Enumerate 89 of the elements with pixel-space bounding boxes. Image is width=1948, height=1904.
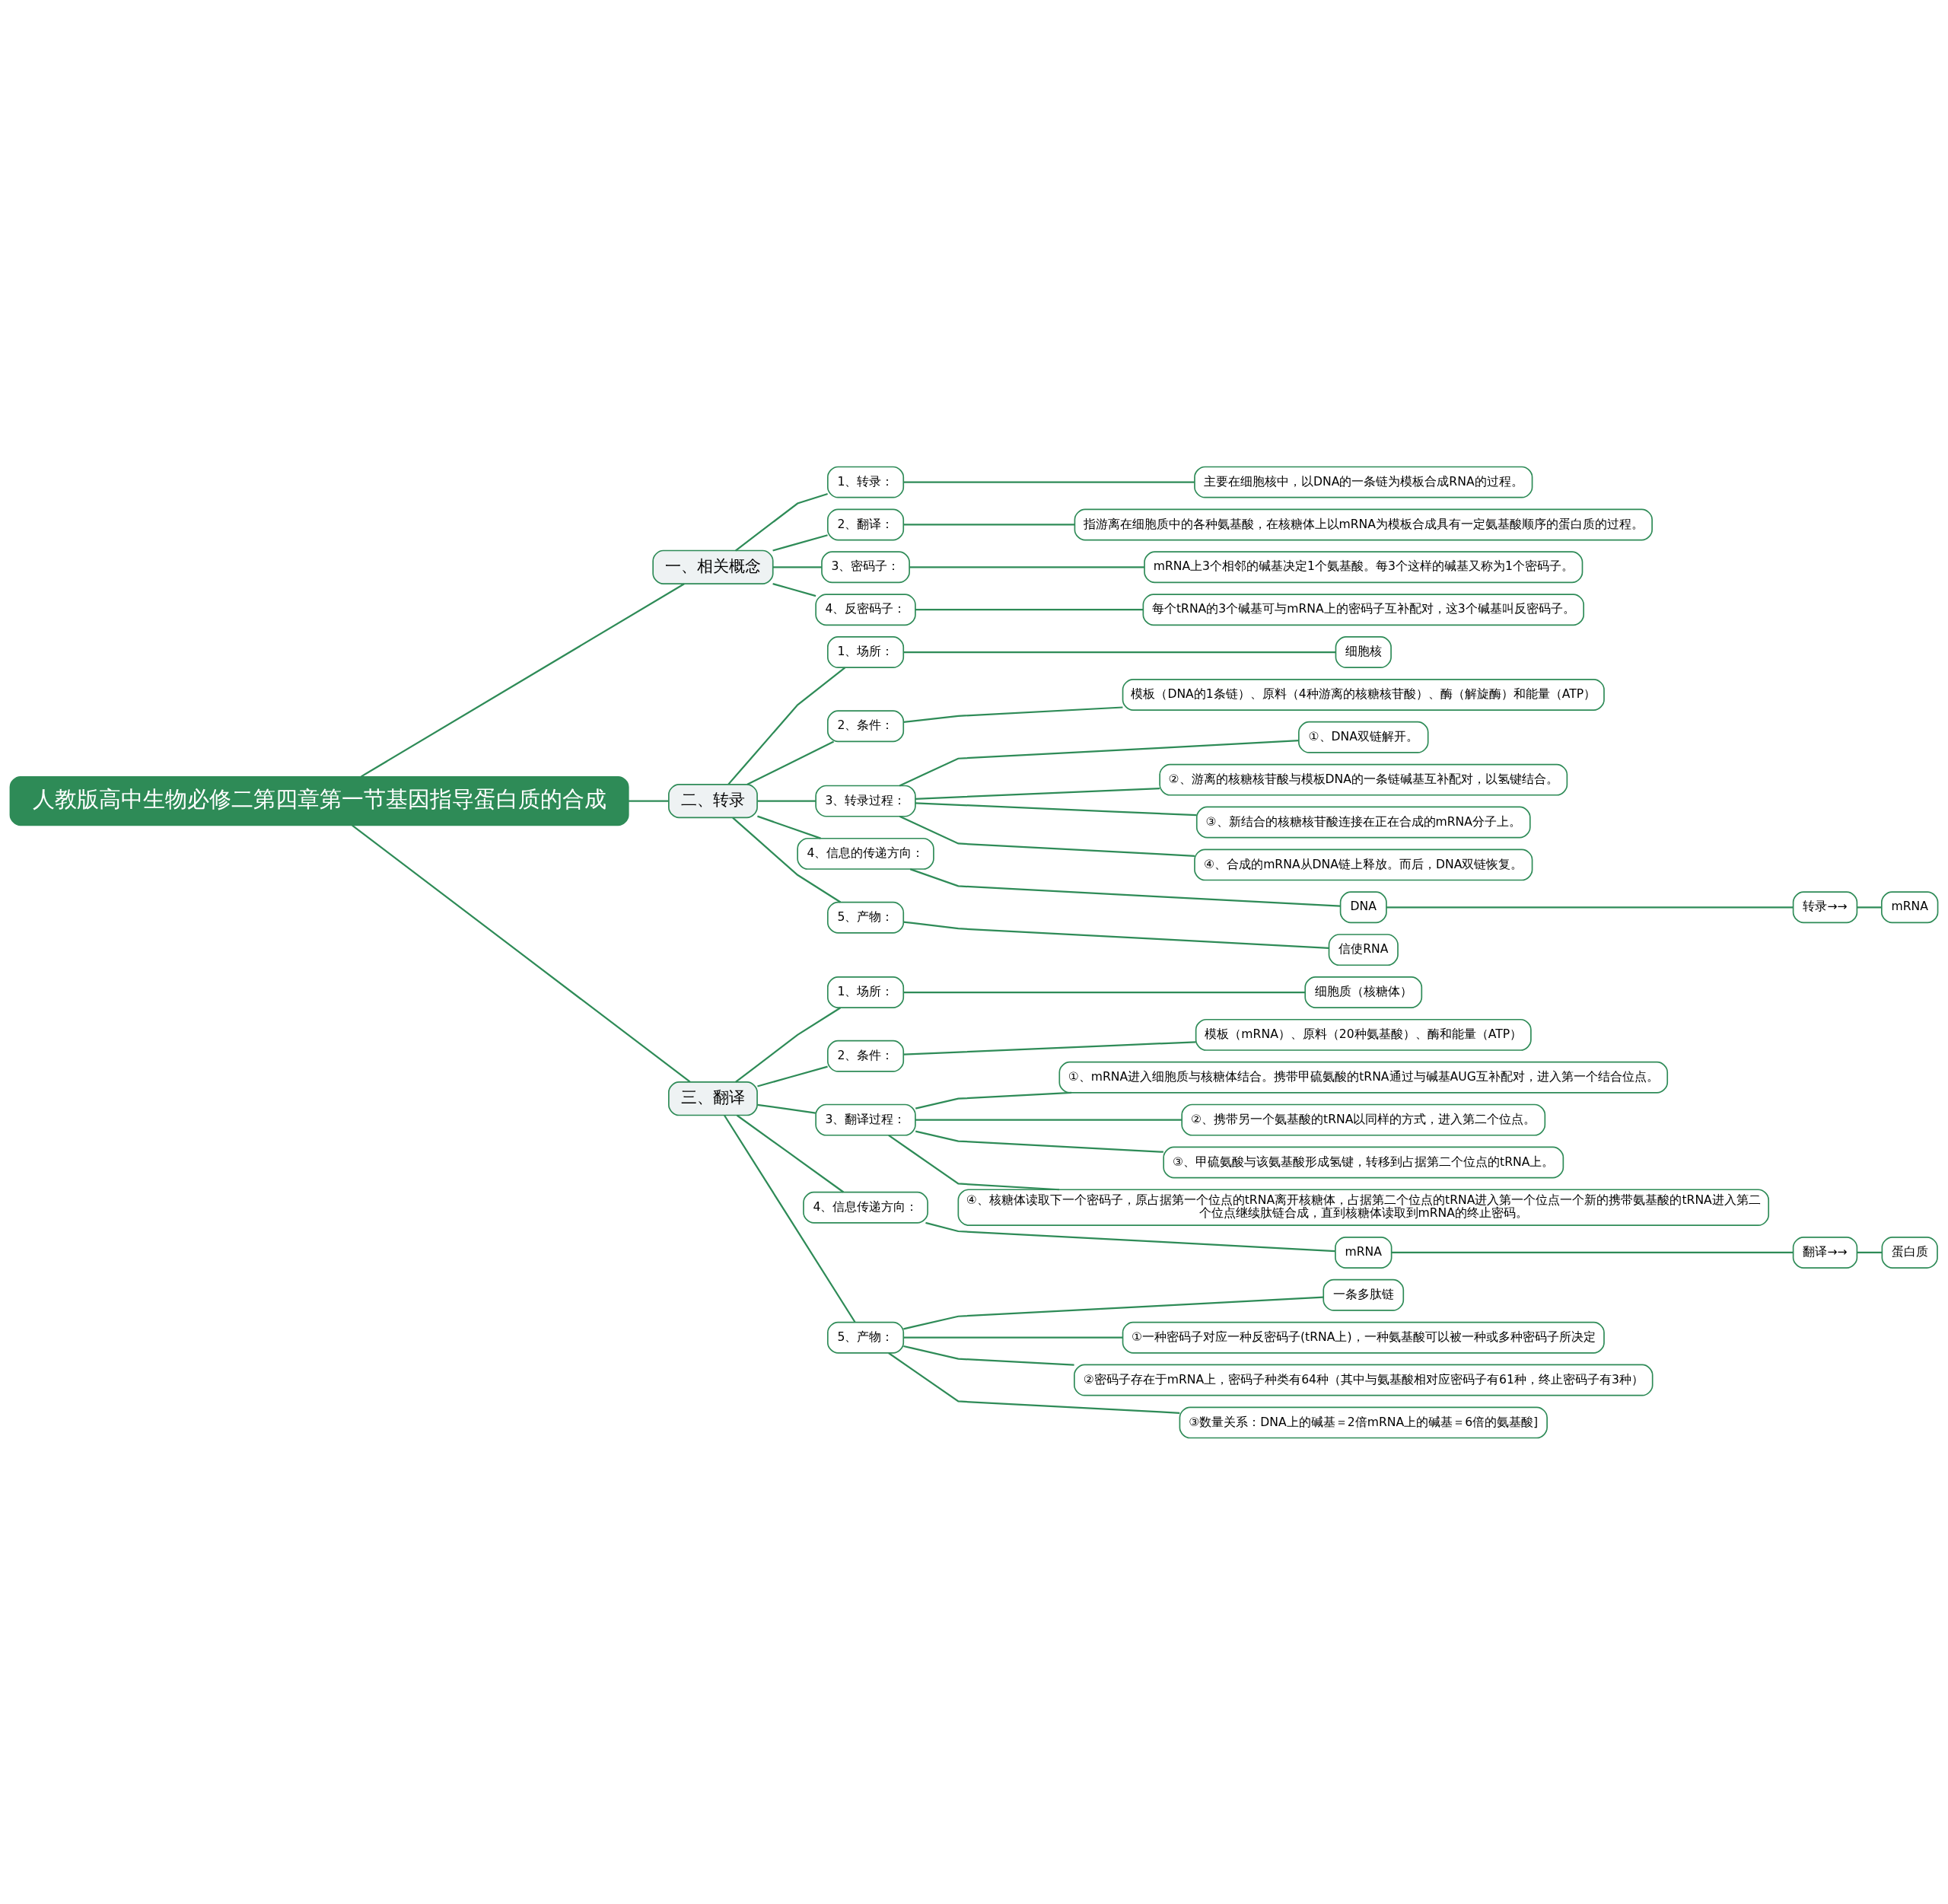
connector	[915, 787, 1160, 800]
connector	[903, 1345, 1074, 1366]
node-box: 每个tRNA的3个碱基可与mRNA上的密码子互补配对，这3个碱基叫反密码子。	[1142, 593, 1584, 626]
connector	[903, 523, 1075, 526]
node-box: 1、场所：	[826, 635, 905, 668]
node-box: 1、场所：	[826, 976, 905, 1008]
node-box: 3、密码子：	[821, 550, 910, 583]
node-box: 蛋白质	[1881, 1236, 1938, 1269]
node-box: 一、相关概念	[652, 549, 774, 584]
node-box: ②密码子存在于mRNA上，密码子种类有64种（其中与氨基酸相对应密码子有61种，终止密码子有3种）	[1074, 1364, 1654, 1396]
connector	[727, 667, 846, 785]
node-box: 2、条件：	[826, 709, 905, 742]
node-box: ②、携带另一个氨基酸的tRNA以同样的方式，进入第二个位点。	[1181, 1103, 1546, 1136]
node-box: ③、新结合的核糖核苷酸连接在正在合成的mRNA分子上。	[1195, 806, 1531, 838]
connector	[899, 815, 1195, 857]
node-box: ①、mRNA进入细胞质与核糖体结合。携带甲硫氨酸的tRNA通过与碱基AUG互补配对，进入第一个结合位点。	[1058, 1061, 1669, 1094]
connector	[772, 565, 822, 568]
node-box: 人教版高中生物必修二第四章第一节基因指导蛋白质的合成	[9, 775, 629, 826]
node-box: 4、反密码子：	[815, 593, 916, 626]
node-box: ①一种密码子对应一种反密码子(tRNA上)，一种氨基酸可以被一种或多种密码子所决定	[1122, 1321, 1605, 1354]
node-box: 3、翻译过程：	[815, 1103, 916, 1136]
node-box: 信使RNA	[1328, 933, 1399, 966]
connector	[915, 1130, 1163, 1153]
connector	[757, 800, 816, 802]
connector	[1857, 1251, 1883, 1253]
connector	[903, 1295, 1324, 1329]
connector	[757, 1065, 828, 1087]
node-box: ③数量关系：DNA上的碱基＝2倍mRNA上的碱基＝6倍的氨基酸]	[1179, 1406, 1548, 1438]
connector	[899, 739, 1299, 786]
connector	[915, 801, 1197, 816]
node-box: 指游离在细胞质中的各种氨基酸，在核糖体上以mRNA为模板合成具有一定氨基酸顺序的蛋白质的过程。	[1074, 508, 1653, 540]
connector	[903, 480, 1195, 483]
node-box: ④、合成的mRNA从DNA链上释放。而后，DNA双链恢复。	[1194, 848, 1533, 880]
connector	[352, 824, 691, 1083]
connector	[1386, 906, 1794, 908]
node-box: ④、核糖体读取下一个密码子，原占据第一个位点的tRNA离开核糖体，占据第二个位点的tRNA进入第一个位点一个新的携带氨基酸的tRNA进入第二个位点继续肽链合成，直到核糖体读取到mRNA的终止密码。	[957, 1188, 1770, 1226]
node-box: 翻译→→	[1792, 1236, 1858, 1269]
connector	[772, 582, 816, 597]
connector	[732, 817, 842, 903]
connector	[909, 868, 1341, 907]
connector	[737, 1114, 845, 1192]
node-box: 5、产物：	[826, 1321, 905, 1354]
connector	[746, 740, 835, 785]
connector	[915, 1091, 1072, 1110]
node-box: 模板（DNA的1条链）、原料（4种游离的核糖核苷酸）、酶（解旋酶）和能量（ATP）	[1122, 678, 1605, 711]
node-box: 三、翻译	[668, 1081, 758, 1116]
node-box: 模板（mRNA）、原料（20种氨基酸）、酶和能量（ATP）	[1195, 1018, 1532, 1051]
node-box: ②、游离的核糖核苷酸与模板DNA的一条链碱基互补配对，以氢键结合。	[1159, 763, 1568, 796]
node-box: 细胞质（核糖体）	[1304, 976, 1423, 1008]
node-box: 4、信息传递方向：	[803, 1191, 928, 1224]
node-box: ①、DNA双链解开。	[1298, 721, 1429, 753]
node-box: 主要在细胞核中，以DNA的一条链为模板合成RNA的过程。	[1194, 466, 1533, 498]
node-box: mRNA	[1335, 1236, 1393, 1269]
connector	[735, 492, 828, 551]
node-box: 3、转录过程：	[815, 785, 916, 817]
connector	[735, 1006, 842, 1083]
connector	[1857, 906, 1882, 908]
connector	[903, 1040, 1196, 1055]
connector	[888, 1352, 1180, 1414]
connector	[925, 1221, 1335, 1252]
connector	[628, 800, 669, 802]
connector	[915, 1119, 1182, 1121]
connector	[909, 565, 1144, 568]
connector	[772, 533, 828, 552]
node-box: ③、甲硫氨酸与该氨基酸形成氢键，转移到占据第二个位点的tRNA上。	[1163, 1146, 1564, 1178]
node-box: 二、转录	[668, 783, 758, 818]
connector	[1391, 1251, 1794, 1253]
node-box: 一条多肽链	[1323, 1278, 1405, 1311]
connector	[903, 651, 1336, 653]
node-box: 5、产物：	[826, 901, 905, 934]
connector	[903, 991, 1306, 993]
node-box: 转录→→	[1792, 890, 1858, 923]
node-box: DNA	[1339, 890, 1387, 923]
connector	[757, 1103, 816, 1114]
connector	[888, 1134, 1060, 1190]
connector	[360, 582, 685, 778]
connector	[903, 1336, 1123, 1339]
connector	[903, 705, 1123, 723]
node-box: 4、信息的传递方向：	[797, 837, 934, 870]
node-box: 细胞核	[1335, 635, 1392, 668]
node-box: 2、条件：	[826, 1040, 905, 1072]
node-box: mRNA上3个相邻的碱基决定1个氨基酸。每3个这样的碱基又称为1个密码子。	[1144, 550, 1584, 583]
node-box: mRNA	[1881, 890, 1939, 923]
connector	[903, 920, 1329, 949]
connector	[915, 608, 1144, 610]
node-box: 2、翻译：	[826, 508, 905, 540]
connector	[724, 1114, 856, 1323]
connector	[757, 815, 821, 839]
node-box: 1、转录：	[826, 466, 905, 498]
